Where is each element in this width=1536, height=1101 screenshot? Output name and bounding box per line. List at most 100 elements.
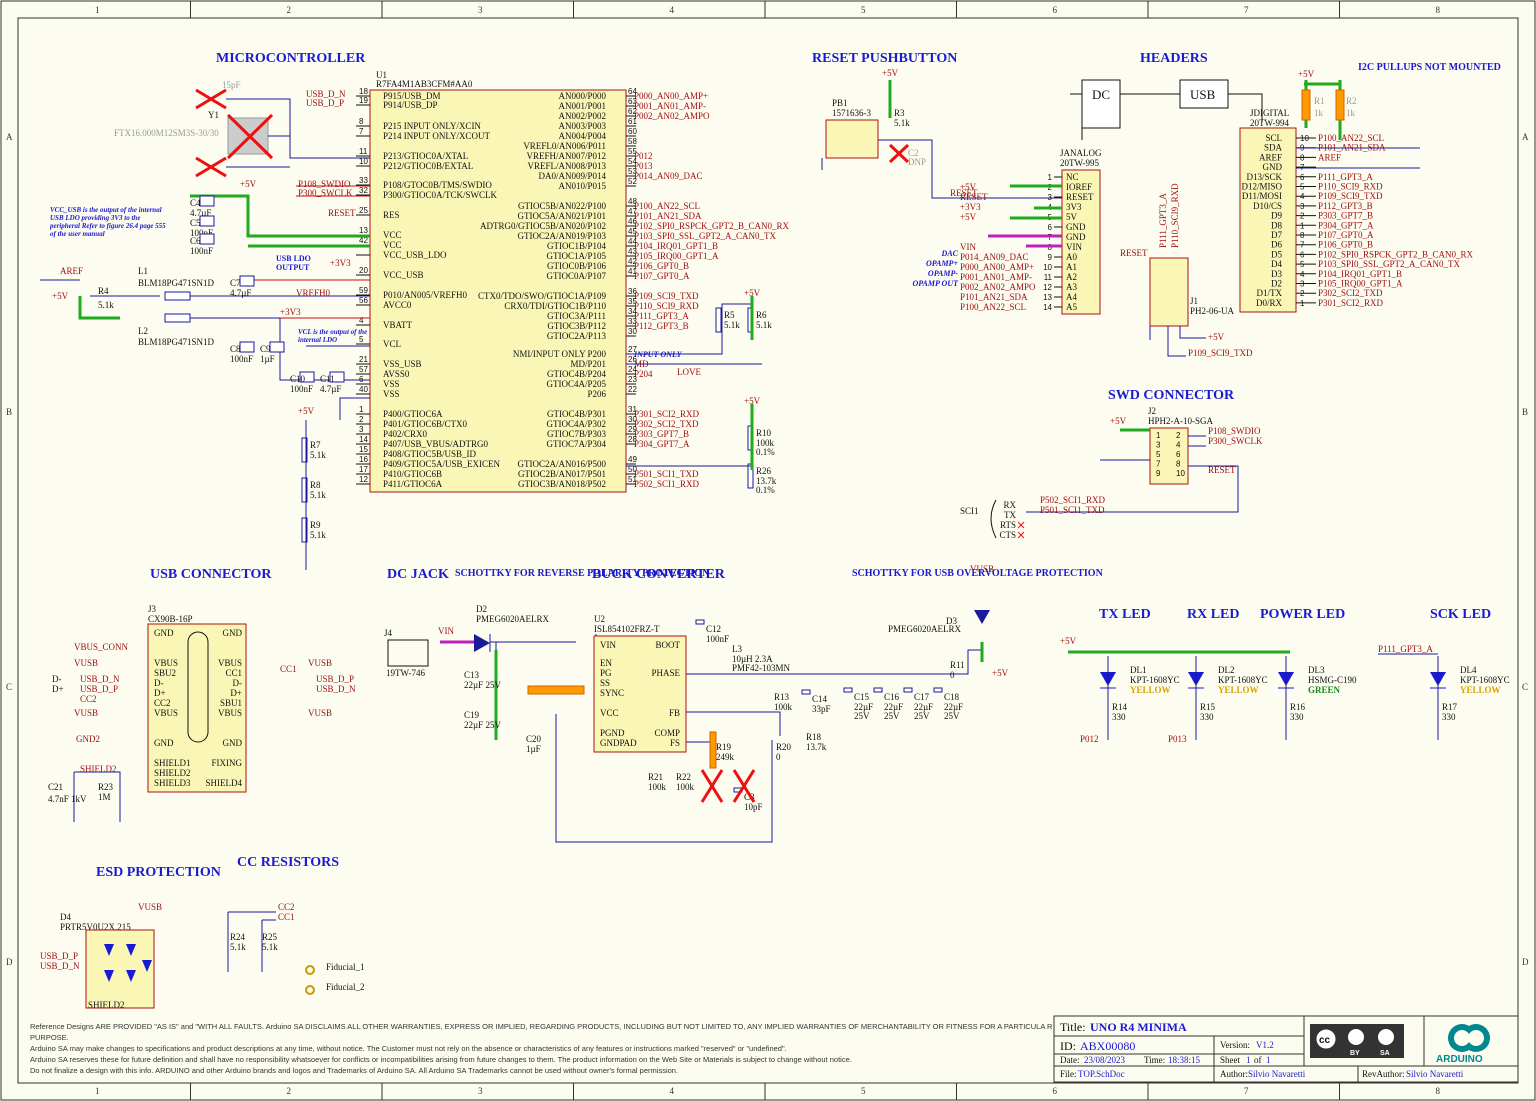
tb-file-label: File: xyxy=(1060,1069,1077,1079)
vcl-note: VCL is the output of the internal LDO xyxy=(298,328,368,344)
janalog-side-label: DAC xyxy=(941,249,959,258)
grid-col-top-2: 2 xyxy=(287,5,292,15)
mcu-left-pin-number: 59 xyxy=(359,286,368,295)
r3-val: 5.1k xyxy=(894,118,910,128)
janalog-pin-number: 9 xyxy=(1048,253,1053,262)
mcu-left-pin-name: VCC xyxy=(383,230,402,240)
janalog-pin-name: A2 xyxy=(1066,272,1077,282)
resistor-symbol xyxy=(301,437,308,463)
j3-left-net: USB_D_N xyxy=(80,674,120,684)
d4-dn: USB_D_N xyxy=(40,961,80,971)
j1-5v: +5V xyxy=(1208,332,1225,342)
cap-value: 4.7µF xyxy=(230,288,251,298)
resistor-value: 5.1k xyxy=(310,530,326,540)
mcu-right-pin-number: 64 xyxy=(628,87,637,96)
r24-ref: R24 xyxy=(230,932,246,942)
vcl-note-box: VCL is the output of the internal LDO xyxy=(298,328,368,344)
mcu-right-pin-name: AN003/P003 xyxy=(558,121,606,131)
cc2-net: CC2 xyxy=(278,902,295,912)
buck-part-value: 22µF xyxy=(854,702,873,712)
mcu-left-pin-number: 18 xyxy=(359,87,368,96)
jdigital-pin-name: D2 xyxy=(1271,279,1282,289)
mcu-left-pin-number: 33 xyxy=(359,176,368,185)
c21-val: 4.7nF 1kV xyxy=(48,794,87,804)
hdr-dc-label: DC xyxy=(1092,87,1110,102)
mcu-right-pin-name: AN004/P004 xyxy=(558,131,606,141)
mcu-right-pin-number: 34 xyxy=(628,307,637,316)
jdigital-net: P302_SCI2_TXD xyxy=(1318,288,1383,298)
buck-part-ref: R20 xyxy=(776,742,792,752)
avcc-rail-green xyxy=(78,296,120,320)
jdigital-net: P105_IRQ00_GPT1_A xyxy=(1318,279,1403,289)
mcu-right-net: P107_GPT0_A xyxy=(634,271,690,281)
mcu-right-pin-name: GTIOC7B/P303 xyxy=(547,429,607,439)
jdigital-net: P102_SPI0_RSPCK_GPT2_B_CAN0_RX xyxy=(1318,249,1474,259)
grid-col-top-8: 8 xyxy=(1436,5,1441,15)
j3-right-pin-name: D+ xyxy=(230,688,242,698)
j4-part: 19TW-746 xyxy=(386,668,425,678)
led-resistor-ref: R16 xyxy=(1290,702,1306,712)
cap-value: 100nF xyxy=(190,246,213,256)
mcu-left-pin-number: 14 xyxy=(359,435,368,444)
dc-buck-block: J4 19TW-746 VIN D2 PMEG6020AELRX C13 22µ… xyxy=(384,564,1009,843)
cap-value: 4.7µF xyxy=(190,208,211,218)
j3-plug-shape xyxy=(187,631,209,743)
mcu-right-pin-number: 62 xyxy=(628,107,637,116)
j3-left-pin-name: SHIELD1 xyxy=(154,758,191,768)
mcu-right-pin-number: 61 xyxy=(628,117,637,126)
ferrite-l1-body xyxy=(164,291,191,301)
jdigital-pin-name: D9 xyxy=(1271,211,1282,221)
net-5v-left: +5V xyxy=(52,291,69,301)
cap-symbol xyxy=(299,371,315,383)
grid-col-bottom-4: 4 xyxy=(670,1086,675,1096)
janalog-net: +5V xyxy=(960,212,977,222)
sci1-brace xyxy=(990,499,997,539)
r1-val: 1k xyxy=(1314,108,1324,118)
cap-ref: C11 xyxy=(320,374,335,384)
j3-left-pin-name: SHIELD3 xyxy=(154,778,191,788)
grid-col-bottom-2: 2 xyxy=(287,1086,292,1096)
r24-val: 5.1k xyxy=(230,942,246,952)
janalog-pin-name: A4 xyxy=(1066,292,1077,302)
r4-val: 5.1k xyxy=(98,300,114,310)
janalog-pin-name: NC xyxy=(1066,172,1079,182)
led-color: YELLOW xyxy=(1460,685,1501,695)
ferrite-l2-ref: L2 xyxy=(138,326,148,336)
j1-net2: P110_SCI9_RXD xyxy=(1170,183,1180,248)
by-circle xyxy=(1348,1029,1364,1045)
mcu-right-pin-number: 63 xyxy=(628,97,637,106)
j3-right-pin-name: GND xyxy=(223,628,243,638)
buck-cap-symbol xyxy=(695,619,705,625)
mcu-left-pin-number: 8 xyxy=(359,117,364,126)
mcu-right-pin-name: GTIOC3A/P111 xyxy=(547,311,606,321)
mcu-left-pin-name: RES xyxy=(383,210,400,220)
title-dc-jack: DC JACK xyxy=(387,567,449,582)
jdigital-pin-name: SDA xyxy=(1264,143,1283,153)
cap-dnp-cross-a2 xyxy=(195,88,227,110)
mcu-left-pin-name: P402/CRX0 xyxy=(383,429,428,439)
mcu-right-pin-number: 58 xyxy=(628,137,637,146)
ferrite-l2-part: BLM18PG471SN1D xyxy=(138,337,215,347)
buck-part-value: 22µF xyxy=(914,702,933,712)
janalog-part: 20TW-995 xyxy=(1060,158,1099,168)
j3-ref: J3 xyxy=(148,604,157,614)
jdigital-pin-name: D11/MOSI xyxy=(1242,191,1282,201)
fiducial-2-mark xyxy=(305,985,315,995)
cap-dnp-cross-b2 xyxy=(195,156,227,178)
mcu-right-pin-number: 22 xyxy=(628,385,637,394)
ferrite-wires xyxy=(40,279,370,319)
mcu-left-pin-number: 5 xyxy=(359,335,364,344)
jdigital-net: P109_SCI9_TXD xyxy=(1318,191,1383,201)
janalog-pin-name: IOREF xyxy=(1066,182,1092,192)
mcu-right-pin-name: GTIOC5B/AN022/P100 xyxy=(518,201,607,211)
jdigital-pin-name: D3 xyxy=(1271,269,1282,279)
grid-row-right-B: B xyxy=(1522,407,1528,417)
j3-right-net: VUSB xyxy=(308,658,332,668)
jdigital-pins: SCL10P100_AN22_SCLSDA9P101_AN21_SDAAREF8… xyxy=(1241,133,1473,308)
net-usb-dn: USB_D_N xyxy=(306,89,346,99)
